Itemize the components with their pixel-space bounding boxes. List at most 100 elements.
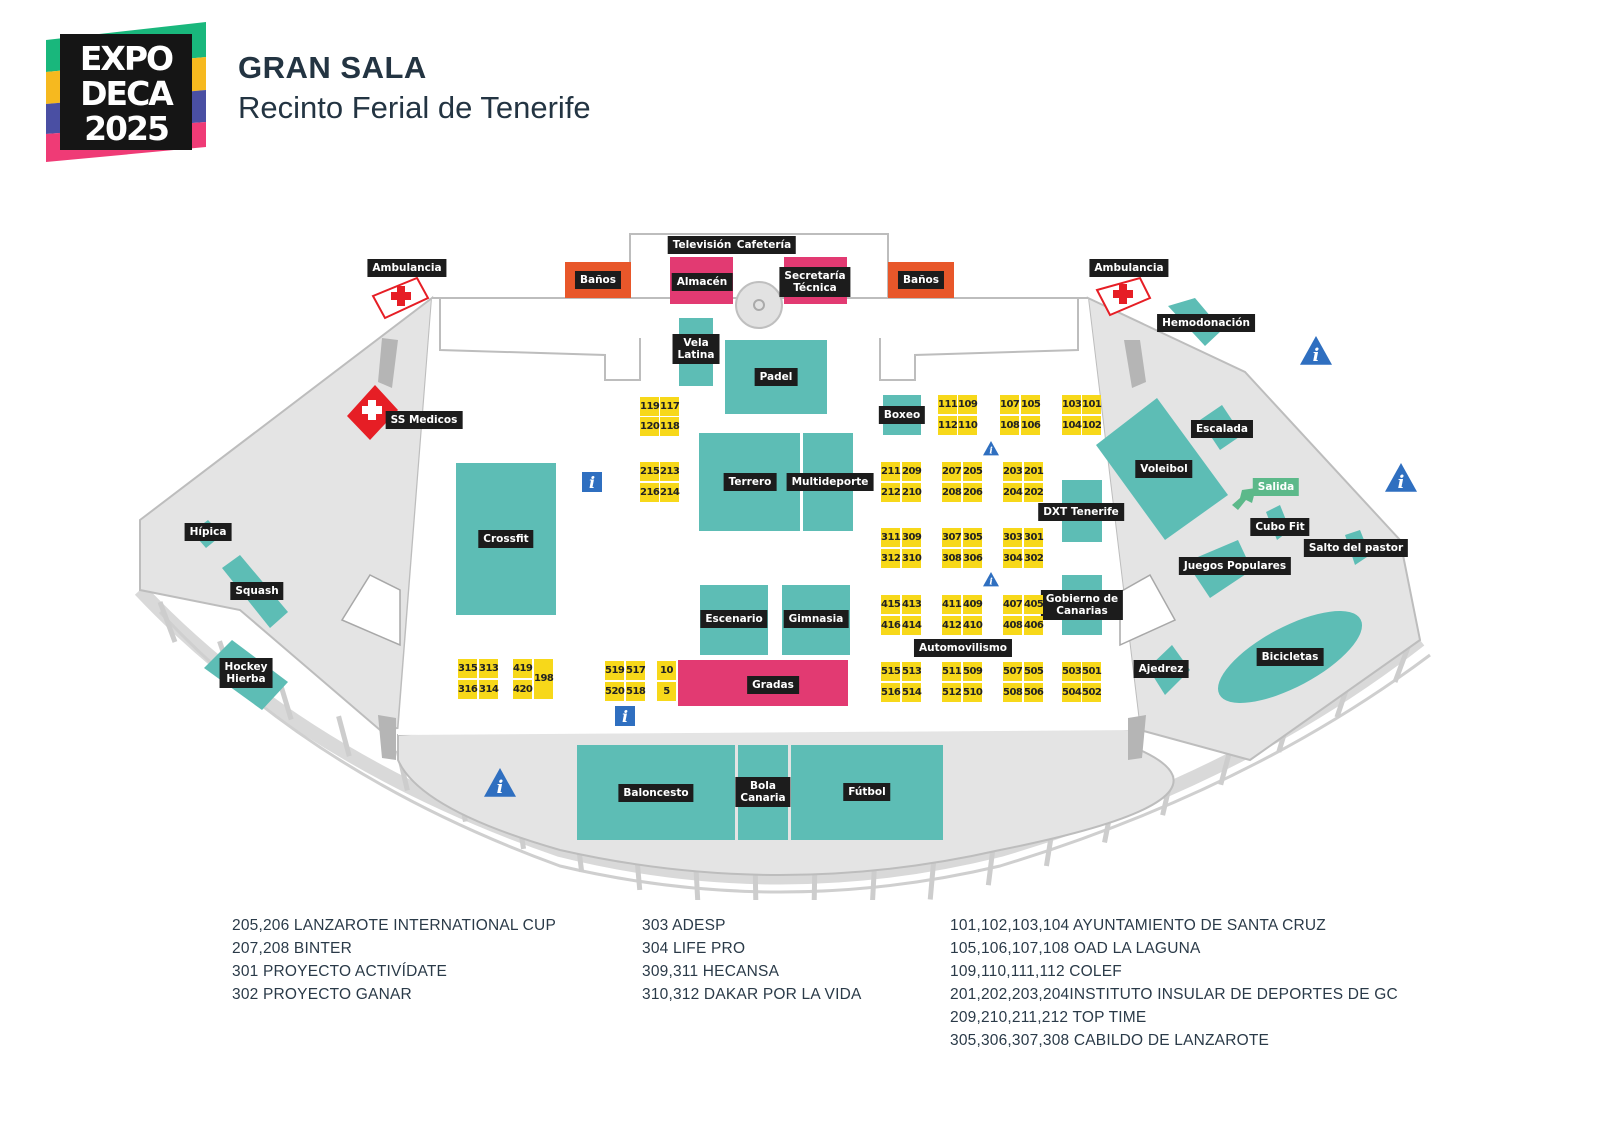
booth-407[interactable]: 407 (1003, 595, 1023, 614)
booth-10[interactable]: 10 (657, 661, 676, 680)
gradas-label[interactable]: Gradas (747, 676, 799, 694)
booth-110[interactable]: 110 (958, 416, 978, 435)
booth-508[interactable]: 508 (1003, 683, 1023, 702)
booth-209[interactable]: 209 (902, 462, 922, 481)
booth-216[interactable]: 216 (640, 483, 660, 502)
gimnasia-label[interactable]: Gimnasia (783, 610, 849, 628)
gobierno-canarias-label[interactable]: Gobierno de Canarias (1040, 590, 1124, 620)
booth-5[interactable]: 5 (657, 682, 676, 701)
hockey-hierba-label[interactable]: Hockey Hierba (219, 658, 273, 688)
booth-410[interactable]: 410 (963, 616, 983, 635)
booth-205[interactable]: 205 (963, 462, 983, 481)
ambulancia-left-label[interactable]: Ambulancia (367, 259, 447, 277)
booth-413[interactable]: 413 (902, 595, 922, 614)
booth-416[interactable]: 416 (881, 616, 901, 635)
booth-311[interactable]: 311 (881, 528, 901, 547)
secretaria-label[interactable]: Secretaría Técnica (779, 267, 851, 297)
booth-307[interactable]: 307 (942, 528, 962, 547)
booth-208[interactable]: 208 (942, 483, 962, 502)
booth-405[interactable]: 405 (1024, 595, 1044, 614)
dxt-tenerife-label[interactable]: DXT Tenerife (1038, 503, 1124, 521)
booth-516[interactable]: 516 (881, 683, 901, 702)
booth-517[interactable]: 517 (626, 661, 646, 680)
booth-104[interactable]: 104 (1062, 416, 1082, 435)
terrero-label[interactable]: Terrero (723, 473, 777, 491)
booth-211[interactable]: 211 (881, 462, 901, 481)
booth-411[interactable]: 411 (942, 595, 962, 614)
booth-198[interactable]: 198 (534, 659, 554, 699)
booth-108[interactable]: 108 (1000, 416, 1020, 435)
ambulancia-right-label[interactable]: Ambulancia (1089, 259, 1169, 277)
booth-412[interactable]: 412 (942, 616, 962, 635)
automovilismo-label[interactable]: Automovilismo (913, 639, 1013, 657)
booth-312[interactable]: 312 (881, 549, 901, 568)
booth-118[interactable]: 118 (660, 417, 680, 436)
booth-203[interactable]: 203 (1003, 462, 1023, 481)
vela-latina-label[interactable]: Vela Latina (672, 334, 720, 364)
booth-314[interactable]: 314 (479, 680, 499, 699)
salida-label[interactable]: Salida (1252, 478, 1300, 496)
bola-canaria-label[interactable]: Bola Canaria (735, 777, 791, 807)
boxeo-label[interactable]: Boxeo (878, 406, 926, 424)
padel-label[interactable]: Padel (754, 368, 798, 386)
booth-315[interactable]: 315 (458, 659, 478, 678)
salto-pastor-label[interactable]: Salto del pastor (1303, 539, 1409, 557)
bicicletas-label[interactable]: Bicicletas (1256, 648, 1324, 666)
booth-501[interactable]: 501 (1082, 662, 1102, 681)
ajedrez-label[interactable]: Ajedrez (1133, 660, 1189, 678)
booth-511[interactable]: 511 (942, 662, 962, 681)
booth-213[interactable]: 213 (660, 462, 680, 481)
booth-102[interactable]: 102 (1082, 416, 1102, 435)
booth-303[interactable]: 303 (1003, 528, 1023, 547)
banos-left-label[interactable]: Baños (574, 271, 622, 289)
booth-509[interactable]: 509 (963, 662, 983, 681)
hemodonacion-label[interactable]: Hemodonación (1157, 314, 1255, 332)
booth-212[interactable]: 212 (881, 483, 901, 502)
booth-316[interactable]: 316 (458, 680, 478, 699)
banos-right-label[interactable]: Baños (897, 271, 945, 289)
booth-214[interactable]: 214 (660, 483, 680, 502)
booth-103[interactable]: 103 (1062, 395, 1082, 414)
booth-207[interactable]: 207 (942, 462, 962, 481)
booth-519[interactable]: 519 (605, 661, 625, 680)
booth-415[interactable]: 415 (881, 595, 901, 614)
hipica-label[interactable]: Hípica (184, 523, 232, 541)
booth-101[interactable]: 101 (1082, 395, 1102, 414)
booth-310[interactable]: 310 (902, 549, 922, 568)
booth-308[interactable]: 308 (942, 549, 962, 568)
booth-107[interactable]: 107 (1000, 395, 1020, 414)
booth-106[interactable]: 106 (1021, 416, 1041, 435)
almacen-label[interactable]: Almacén (671, 273, 733, 291)
futbol-label[interactable]: Fútbol (843, 783, 891, 801)
booth-408[interactable]: 408 (1003, 616, 1023, 635)
booth-513[interactable]: 513 (902, 662, 922, 681)
escenario-label[interactable]: Escenario (700, 610, 768, 628)
cubo-fit-label[interactable]: Cubo Fit (1250, 518, 1310, 536)
baloncesto-label[interactable]: Baloncesto (618, 784, 694, 802)
booth-105[interactable]: 105 (1021, 395, 1041, 414)
booth-215[interactable]: 215 (640, 462, 660, 481)
booth-204[interactable]: 204 (1003, 483, 1023, 502)
booth-309[interactable]: 309 (902, 528, 922, 547)
booth-503[interactable]: 503 (1062, 662, 1082, 681)
booth-119[interactable]: 119 (640, 397, 660, 416)
booth-117[interactable]: 117 (660, 397, 680, 416)
booth-206[interactable]: 206 (963, 483, 983, 502)
booth-409[interactable]: 409 (963, 595, 983, 614)
juegos-populares-label[interactable]: Juegos Populares (1178, 557, 1292, 575)
booth-109[interactable]: 109 (958, 395, 978, 414)
booth-201[interactable]: 201 (1024, 462, 1044, 481)
booth-313[interactable]: 313 (479, 659, 499, 678)
booth-515[interactable]: 515 (881, 662, 901, 681)
booth-510[interactable]: 510 (963, 683, 983, 702)
squash-label[interactable]: Squash (230, 582, 284, 600)
crossfit-label[interactable]: Crossfit (478, 530, 534, 548)
booth-120[interactable]: 120 (640, 417, 660, 436)
booth-505[interactable]: 505 (1024, 662, 1044, 681)
booth-112[interactable]: 112 (938, 416, 958, 435)
booth-520[interactable]: 520 (605, 682, 625, 701)
booth-406[interactable]: 406 (1024, 616, 1044, 635)
booth-301[interactable]: 301 (1024, 528, 1044, 547)
booth-502[interactable]: 502 (1082, 683, 1102, 702)
escalada-label[interactable]: Escalada (1190, 420, 1254, 438)
